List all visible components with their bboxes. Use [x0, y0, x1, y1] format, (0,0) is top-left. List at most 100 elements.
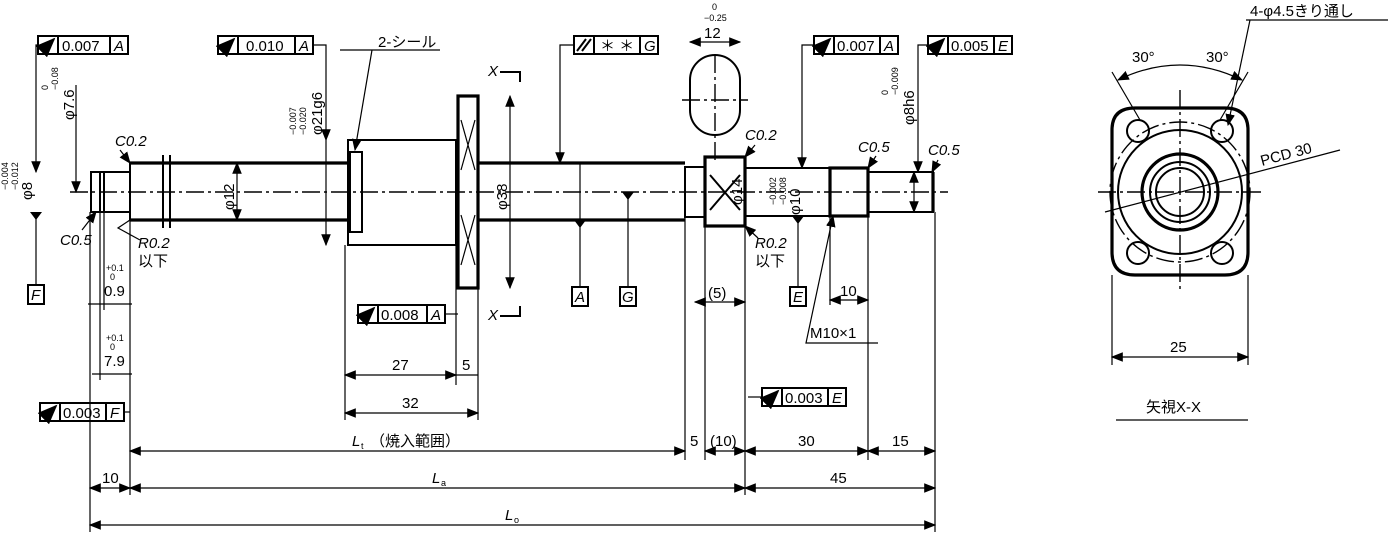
- label: E: [832, 390, 843, 407]
- label: −0.009: [890, 67, 900, 95]
- label: F: [31, 287, 41, 304]
- label: 0: [880, 90, 890, 95]
- side-view-x-x: 30° 30° 4-φ4.5きり通し PCD 30 25 矢視X-X: [1098, 3, 1388, 421]
- label: −0.020: [298, 107, 308, 135]
- chamfer-label: C0.5: [60, 232, 92, 249]
- datum-G: G: [619, 192, 637, 307]
- chamfer-label: C0.2: [745, 127, 777, 144]
- label: A: [574, 289, 585, 306]
- frame-3: ＊ ＊ G: [573, 35, 659, 55]
- label: L: [352, 433, 360, 450]
- below-label: 以下: [755, 253, 785, 270]
- label: 32: [402, 395, 419, 412]
- tol: 0: [712, 2, 717, 12]
- label: φ8: [19, 182, 36, 200]
- chamfer-label: C0.2: [115, 133, 147, 150]
- label: +0.1: [106, 333, 124, 343]
- label: 45: [830, 470, 847, 487]
- radius-label: R0.2: [755, 235, 787, 252]
- label: 0.010: [246, 38, 284, 55]
- frame-7: 0.003 E: [759, 387, 847, 410]
- label: 5: [462, 357, 470, 374]
- label: o: [514, 515, 519, 525]
- label: 30°: [1206, 49, 1229, 66]
- thread-label: M10×1: [810, 325, 856, 342]
- datum-E: E: [789, 216, 807, 307]
- label: 0.007: [62, 38, 100, 55]
- tol: −0.25: [704, 13, 727, 23]
- pcd-label: PCD 30: [1259, 140, 1314, 170]
- label: 25: [1170, 339, 1187, 356]
- label: a: [441, 478, 446, 488]
- frame-5-datum: E: [998, 38, 1009, 55]
- view-title: 矢視X-X: [1146, 399, 1201, 416]
- width-12-label: 12: [704, 25, 721, 42]
- label: 30°: [1132, 49, 1155, 66]
- label: 30: [798, 433, 815, 450]
- label: L: [432, 470, 440, 487]
- label: −0.008: [778, 177, 788, 205]
- label: t: [361, 441, 364, 451]
- frame-8: 0.003 F: [37, 402, 125, 425]
- label: (10): [710, 433, 737, 450]
- label: −0.012: [10, 162, 20, 190]
- label: φ8h6: [901, 90, 918, 125]
- dia-21g6: φ21g6 −0.007−0.020: [288, 92, 326, 135]
- frame-1: 0.007 A: [35, 35, 129, 58]
- label: 0.003: [63, 405, 101, 422]
- label: 0.003: [785, 390, 823, 407]
- label: F: [110, 405, 120, 422]
- label: A: [298, 38, 309, 55]
- frame-5: 0.005 E: [925, 35, 1013, 58]
- dia-12: φ12: [221, 184, 238, 210]
- label: L: [505, 507, 513, 524]
- section-mark-top: X: [487, 63, 499, 80]
- label: A: [883, 38, 894, 55]
- label: 0.9: [104, 283, 125, 300]
- label: −0.007: [288, 107, 298, 135]
- datum-A: A: [571, 220, 589, 307]
- label: 0: [110, 272, 115, 282]
- nut-body: [347, 139, 457, 246]
- label: −0.08: [50, 67, 60, 90]
- shaft: [90, 94, 935, 290]
- label: (5): [708, 285, 726, 302]
- label: G: [644, 38, 656, 55]
- label: 7.9: [104, 353, 125, 370]
- nut-flange: [456, 94, 480, 290]
- label: −0.002: [768, 177, 778, 205]
- label: φ21g6: [309, 92, 326, 135]
- label: （焼入範囲）: [370, 432, 460, 450]
- dia-8h6: φ8h6 0−0.009: [880, 67, 918, 125]
- radius-label: R0.2: [138, 235, 170, 252]
- dia-10: φ10−0.002−0.008: [768, 177, 804, 215]
- frame-2: 0.010 A: [215, 35, 314, 58]
- label: 0.008: [381, 307, 419, 324]
- dia-14: φ14: [729, 179, 746, 205]
- label: 0: [40, 85, 50, 90]
- dia-7-6: φ7.6 0−0.08: [40, 67, 78, 120]
- label: 10: [840, 283, 857, 300]
- label: φ7.6: [61, 89, 78, 120]
- label: 0.005: [951, 38, 989, 55]
- label: A: [113, 38, 124, 55]
- key-section: 12 0 −0.25: [682, 2, 748, 160]
- label: 27: [392, 357, 409, 374]
- label: E: [793, 289, 804, 306]
- label: −0.004: [0, 162, 10, 190]
- label: 5: [690, 433, 698, 450]
- below-label: 以下: [138, 253, 168, 270]
- datum-F: F: [27, 212, 45, 305]
- label: G: [622, 289, 634, 306]
- dia-8: φ8 −0.004−0.012: [0, 162, 36, 200]
- seal-label: 2-シール: [378, 34, 436, 51]
- label: +0.1: [106, 263, 124, 273]
- label: ＊ ＊: [600, 38, 634, 55]
- label: 10: [102, 470, 119, 487]
- holes-label: 4-φ4.5きり通し: [1250, 3, 1354, 20]
- label: 0: [110, 342, 115, 352]
